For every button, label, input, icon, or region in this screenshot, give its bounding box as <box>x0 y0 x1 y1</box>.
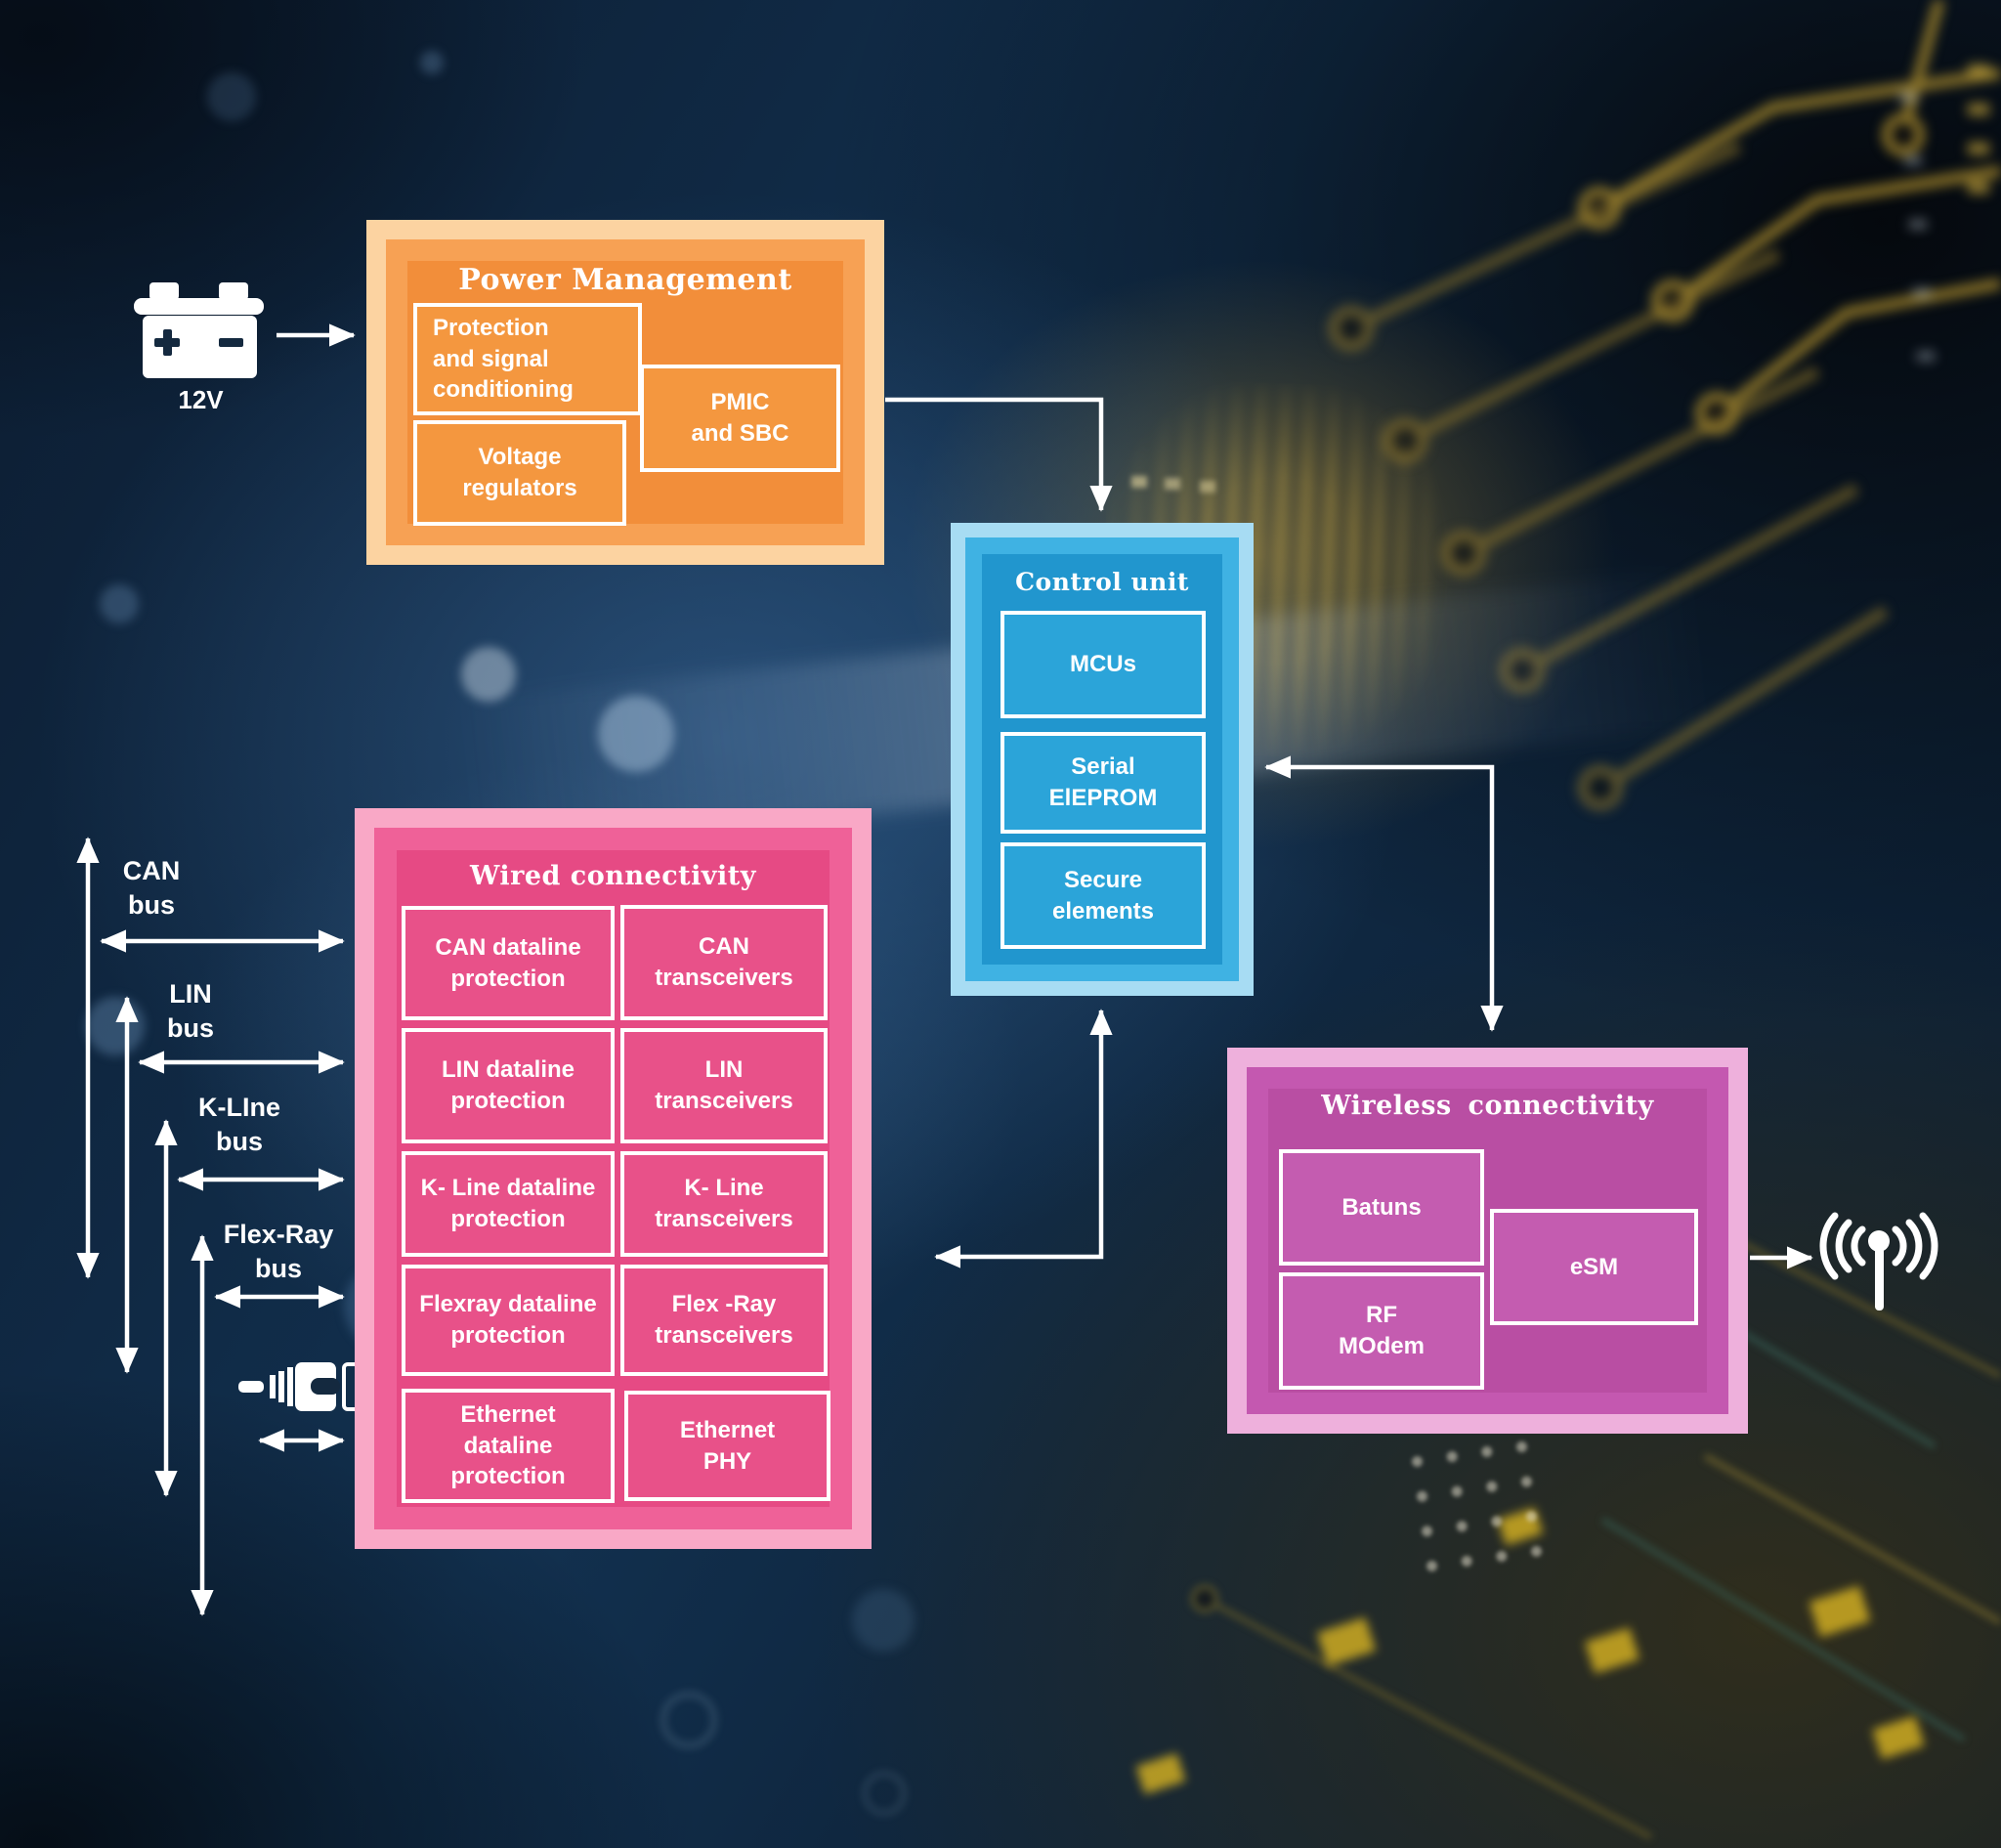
background-dash <box>1200 481 1215 493</box>
lin-dataline-protection-box: LIN dataline protection <box>402 1028 615 1143</box>
background-bokeh <box>100 584 139 623</box>
battery-voltage-label: 12V <box>178 385 224 414</box>
flexray-transceivers-box: Flex -Ray transceivers <box>620 1265 828 1376</box>
power-management-group: Power Management Protection and signal c… <box>366 220 884 565</box>
ethernet-connector-icon <box>238 1362 375 1411</box>
power-management-title: Power Management <box>458 263 792 297</box>
wireless-connectivity-group: Wireless connectivity Batuns RF MOdem eS… <box>1227 1048 1748 1434</box>
antenna-icon <box>1819 1212 1938 1311</box>
wired-connectivity-group: Wired connectivity CAN dataline protecti… <box>355 808 872 1549</box>
voltage-regulators-box: Voltage regulators <box>413 420 626 526</box>
esm-box: eSM <box>1490 1209 1698 1325</box>
rf-modem-box: RF MOdem <box>1279 1272 1484 1390</box>
control-unit-title: Control unit <box>1015 568 1189 596</box>
serial-eeprom-box: Serial ElEPROM <box>1000 732 1206 834</box>
control-unit-group: Control unit MCUs Serial ElEPROM Secure … <box>951 523 1254 996</box>
pmic-sbc-box: PMIC and SBC <box>640 365 840 472</box>
battery-icon <box>134 282 264 378</box>
kline-dataline-protection-box: K- Line dataline protection <box>402 1151 615 1257</box>
kline-transceivers-box: K- Line transceivers <box>620 1151 828 1257</box>
flexray-bus-label: Flex-Ray bus <box>223 1220 334 1283</box>
background-bokeh <box>598 696 674 772</box>
arrow-control-wireless <box>1264 755 1504 1032</box>
can-dataline-protection-box: CAN dataline protection <box>402 906 615 1020</box>
background-dash <box>1165 478 1180 490</box>
arrow-control-wired <box>934 1009 1113 1268</box>
kline-bus-label: K-LIne bus <box>198 1093 280 1156</box>
mcus-box: MCUs <box>1000 611 1206 718</box>
background-dash <box>1131 476 1147 488</box>
ethernet-dataline-protection-box: Ethernet dataline protection <box>402 1389 615 1503</box>
arrow-power-to-control <box>885 397 1113 512</box>
background-bokeh <box>420 51 444 74</box>
wired-connectivity-title: Wired connectivity <box>470 861 756 891</box>
background-bokeh <box>852 1589 915 1652</box>
ethernet-phy-box: Ethernet PHY <box>624 1391 830 1501</box>
batuns-box: Batuns <box>1279 1149 1484 1266</box>
lin-bus-label: LIN bus <box>166 979 214 1043</box>
lin-transceivers-box: LIN transceivers <box>620 1028 828 1143</box>
can-transceivers-box: CAN transceivers <box>620 905 828 1020</box>
can-bus-label: CAN bus <box>122 856 181 920</box>
wireless-connectivity-title: Wireless connectivity <box>1321 1091 1654 1121</box>
secure-elements-box: Secure elements <box>1000 842 1206 949</box>
background-bokeh <box>461 647 516 702</box>
background-bokeh <box>207 72 256 121</box>
protection-signal-conditioning-box: Protection and signal conditioning <box>413 303 642 415</box>
flexray-dataline-protection-box: Flexray dataline protection <box>402 1265 615 1376</box>
